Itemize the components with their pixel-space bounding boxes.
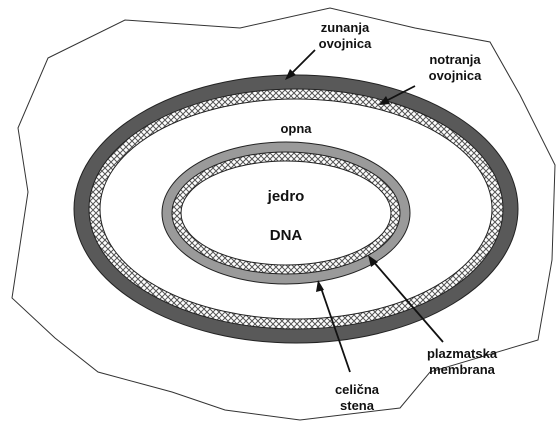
label-notranja-line1: notranja: [429, 52, 481, 67]
label-plazmatska-line2: membrana: [429, 362, 496, 377]
label-notranja-line2: ovojnica: [429, 68, 483, 83]
label-plazmatska-line1: plazmatska: [427, 346, 498, 361]
cytoplasm: [181, 161, 391, 265]
label-celicna-line1: celična: [335, 382, 380, 397]
label-zunanja-line1: zunanja: [321, 20, 370, 35]
label-opna: opna: [280, 121, 312, 136]
label-zunanja-line2: ovojnica: [319, 36, 373, 51]
label-celicna-line2: stena: [340, 398, 375, 413]
label-dna: DNA: [270, 227, 303, 244]
label-jedro: jedro: [267, 188, 305, 205]
